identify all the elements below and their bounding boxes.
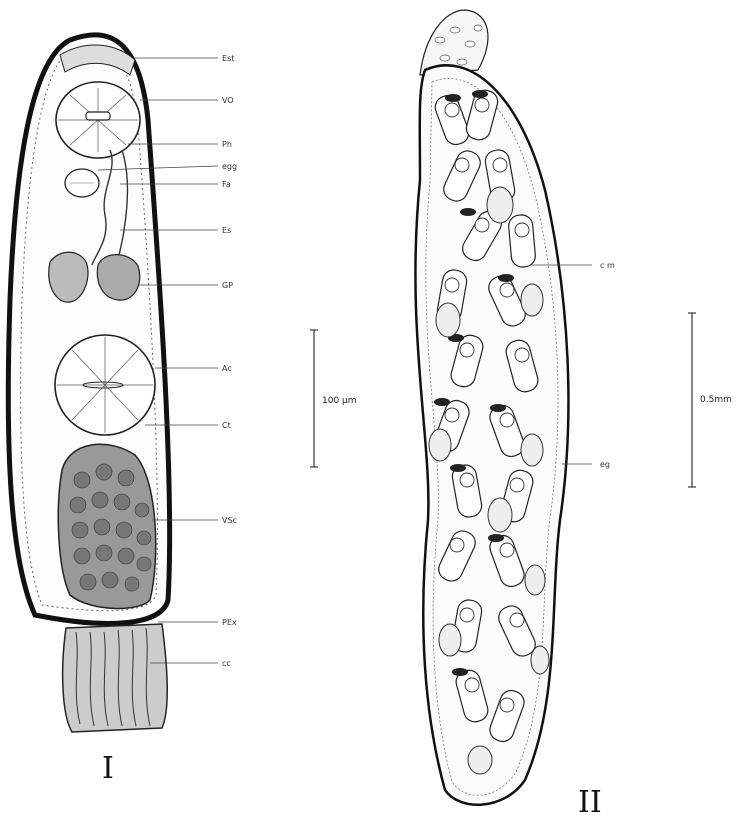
label-vsc: VSc [222,516,237,525]
label-pex: PEx [222,618,237,627]
label-egg: egg [222,162,237,171]
scale-bar-two [688,313,696,487]
oral-sucker [56,82,140,158]
figure-two-number: II [578,785,602,816]
specimen-one-drawing [8,35,169,732]
label-est: Est [222,54,234,63]
ventral-sucker [55,335,155,435]
label-cm: c m [600,261,615,270]
label-gp: GP [222,281,233,290]
scale-bar-one-label: 100 µm [322,396,357,406]
label-es: Es [222,226,231,235]
label-vo: VO [222,96,234,105]
label-ph: Ph [222,140,232,149]
figure-one-number: I [102,751,114,786]
specimen-two-drawing [415,10,568,805]
label-eg: eg [600,460,610,469]
label-ac: Ac [222,364,232,373]
label-fa: Fa [222,180,231,189]
scale-bar-one [310,330,318,467]
scale-bar-two-label: 0.5mm [700,395,732,405]
label-cc: cc [222,659,231,668]
label-ct: Ct [222,421,231,430]
